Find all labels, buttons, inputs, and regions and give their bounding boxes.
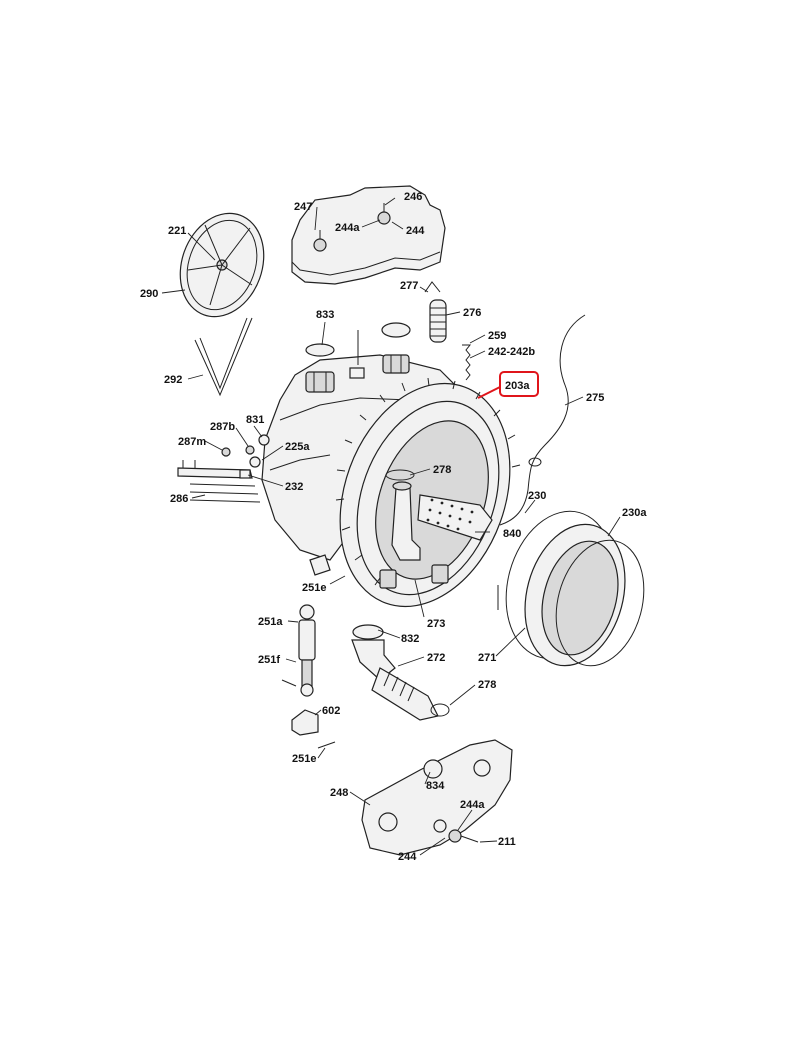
top-counterweight	[291, 185, 446, 285]
label-251e-bottom: 251e	[292, 753, 316, 765]
label-278-top: 278	[433, 464, 451, 476]
mount-bracket	[291, 709, 336, 749]
label-232: 232	[285, 481, 303, 493]
label-271: 271	[478, 652, 496, 664]
label-276: 276	[463, 307, 481, 319]
label-834: 834	[426, 780, 445, 792]
label-251f: 251f	[258, 654, 280, 666]
label-832: 832	[401, 633, 419, 645]
label-273: 273	[427, 618, 445, 630]
label-221: 221	[168, 225, 186, 237]
label-230a: 230a	[622, 507, 647, 519]
label-247: 247	[294, 201, 312, 213]
door-seal	[497, 510, 645, 667]
label-833: 833	[316, 309, 334, 321]
front-tub	[335, 377, 521, 608]
tub-spring	[462, 344, 472, 381]
label-244-top: 244	[406, 225, 425, 237]
heater-element	[177, 460, 261, 503]
label-602: 602	[322, 705, 340, 717]
label-286: 286	[170, 493, 188, 505]
pulley-wheel	[179, 212, 265, 318]
shock-absorber	[281, 604, 316, 697]
label-203a: 203a	[505, 380, 530, 392]
label-225a: 225a	[285, 441, 310, 453]
bottom-counterweight	[361, 739, 513, 856]
label-259: 259	[488, 330, 506, 342]
label-275: 275	[586, 392, 604, 404]
label-211: 211	[498, 836, 516, 848]
drain-hose	[351, 624, 450, 721]
label-251e-top: 251e	[302, 582, 326, 594]
label-244-bottom: 244	[398, 851, 417, 863]
label-277: 277	[400, 280, 418, 292]
label-292: 292	[164, 374, 182, 386]
highlight-203a	[477, 371, 539, 399]
label-831: 831	[246, 414, 264, 426]
label-290: 290	[140, 288, 158, 300]
label-246: 246	[404, 191, 422, 203]
label-242-242b: 242-242b	[488, 346, 535, 358]
pressure-hose	[499, 314, 586, 526]
label-840: 840	[503, 528, 521, 540]
label-272: 272	[427, 652, 445, 664]
drive-belt	[194, 317, 253, 397]
label-287b: 287b	[210, 421, 235, 433]
label-244a-top: 244a	[335, 222, 360, 234]
label-287m: 287m	[178, 436, 206, 448]
leader-lines	[161, 197, 621, 856]
label-251a: 251a	[258, 616, 283, 628]
part-labels: 247 246 244a 244 221 290 292 277 276 259…	[140, 191, 647, 863]
label-230: 230	[528, 490, 546, 502]
label-248: 248	[330, 787, 348, 799]
sensor-parts	[221, 434, 270, 479]
suspension-spring	[424, 281, 447, 343]
label-278-bottom: 278	[478, 679, 496, 691]
label-244a-bottom: 244a	[460, 799, 485, 811]
